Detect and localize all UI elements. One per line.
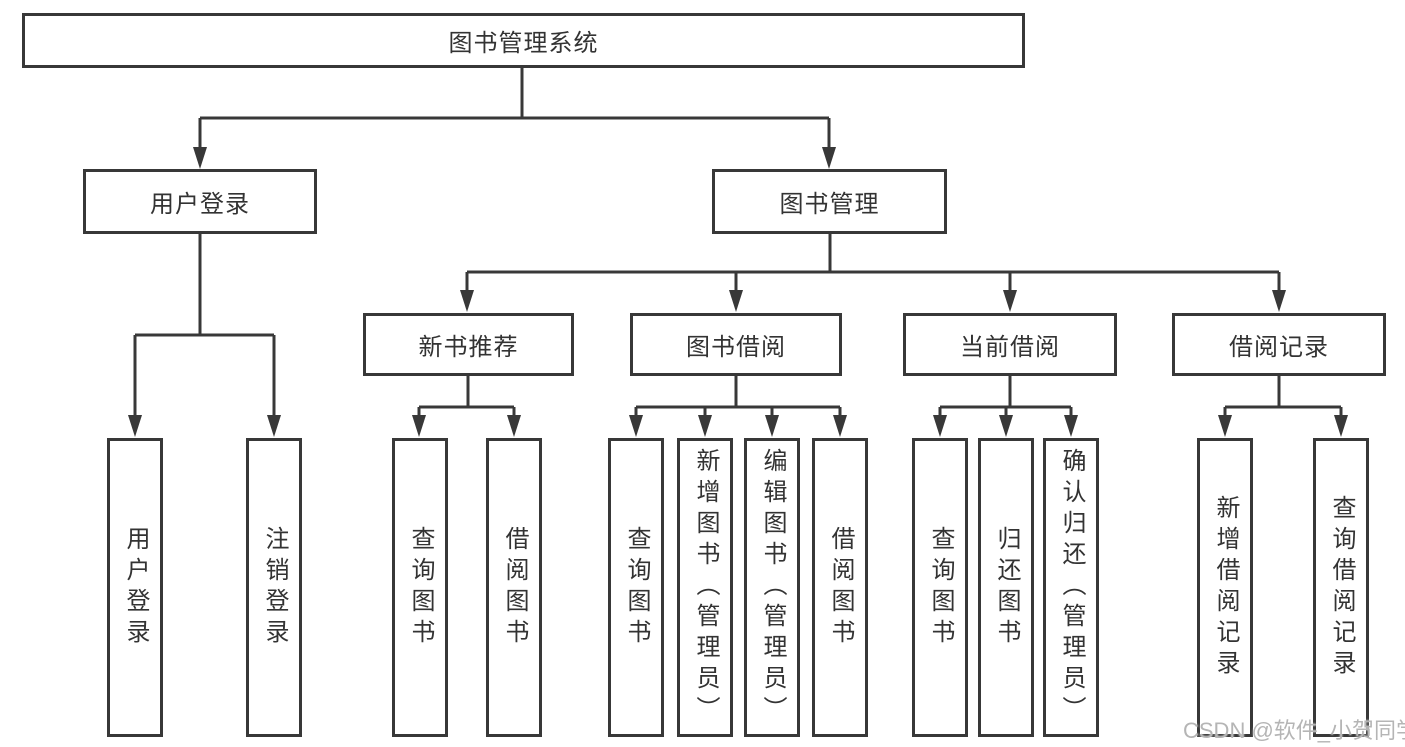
node-new-book-recommendation: 新书推荐	[363, 313, 574, 376]
node-new-book-recommendation-label: 新书推荐	[418, 334, 519, 361]
arrowheads	[128, 147, 1348, 437]
leaf-query-books-recommend: 查询图书	[392, 438, 448, 737]
leaf-user-login: 用户登录	[107, 438, 163, 737]
node-book-management: 图书管理	[712, 169, 947, 234]
leaf-confirm-return-admin-label: 确认归还（管理员）	[1058, 448, 1085, 727]
leaf-edit-books-admin-label: 编辑图书（管理员）	[759, 448, 786, 727]
leaf-query-books-current-label: 查询图书	[927, 525, 954, 650]
node-borrowing-records: 借阅记录	[1172, 313, 1386, 376]
node-library-management-system-label: 图书管理系统	[448, 30, 599, 57]
node-user-login: 用户登录	[83, 169, 317, 234]
node-library-management-system: 图书管理系统	[22, 13, 1025, 68]
leaf-query-borrow-record-label: 查询借阅记录	[1328, 494, 1355, 681]
leaf-add-borrow-record-label: 新增借阅记录	[1212, 494, 1239, 681]
node-user-login-label: 用户登录	[150, 191, 250, 218]
leaf-borrow-books-recommend: 借阅图书	[486, 438, 542, 737]
leaf-add-books-admin-label: 新增图书（管理员）	[692, 448, 719, 727]
node-book-borrowing: 图书借阅	[630, 313, 842, 376]
leaf-edit-books-admin: 编辑图书（管理员）	[744, 438, 800, 737]
node-borrowing-records-label: 借阅记录	[1229, 334, 1329, 361]
leaf-query-books-borrowing: 查询图书	[608, 438, 664, 737]
node-current-borrowing: 当前借阅	[903, 313, 1117, 376]
node-current-borrowing-label: 当前借阅	[960, 334, 1060, 361]
csdn-watermark: CSDN @软件_小贺同学	[1183, 718, 1405, 743]
leaf-return-books-label: 归还图书	[993, 525, 1020, 650]
leaf-query-borrow-record: 查询借阅记录	[1313, 438, 1369, 737]
leaf-return-books: 归还图书	[978, 438, 1034, 737]
leaf-add-borrow-record: 新增借阅记录	[1197, 438, 1253, 737]
leaf-query-books-recommend-label: 查询图书	[407, 525, 434, 650]
connector-lines	[133, 68, 1343, 416]
leaf-logout-label: 注销登录	[261, 525, 288, 650]
leaf-borrow-books-recommend-label: 借阅图书	[501, 525, 528, 650]
leaf-add-books-admin: 新增图书（管理员）	[677, 438, 733, 737]
leaf-user-login-label: 用户登录	[122, 525, 149, 650]
leaf-borrow-books-borrowing: 借阅图书	[812, 438, 868, 737]
node-book-management-label: 图书管理	[779, 191, 880, 218]
leaf-borrow-books-borrowing-label: 借阅图书	[827, 525, 854, 650]
leaf-logout: 注销登录	[246, 438, 302, 737]
node-book-borrowing-label: 图书借阅	[686, 334, 786, 361]
leaf-confirm-return-admin: 确认归还（管理员）	[1043, 438, 1099, 737]
leaf-query-books-current: 查询图书	[912, 438, 968, 737]
leaf-query-books-borrowing-label: 查询图书	[623, 525, 650, 650]
